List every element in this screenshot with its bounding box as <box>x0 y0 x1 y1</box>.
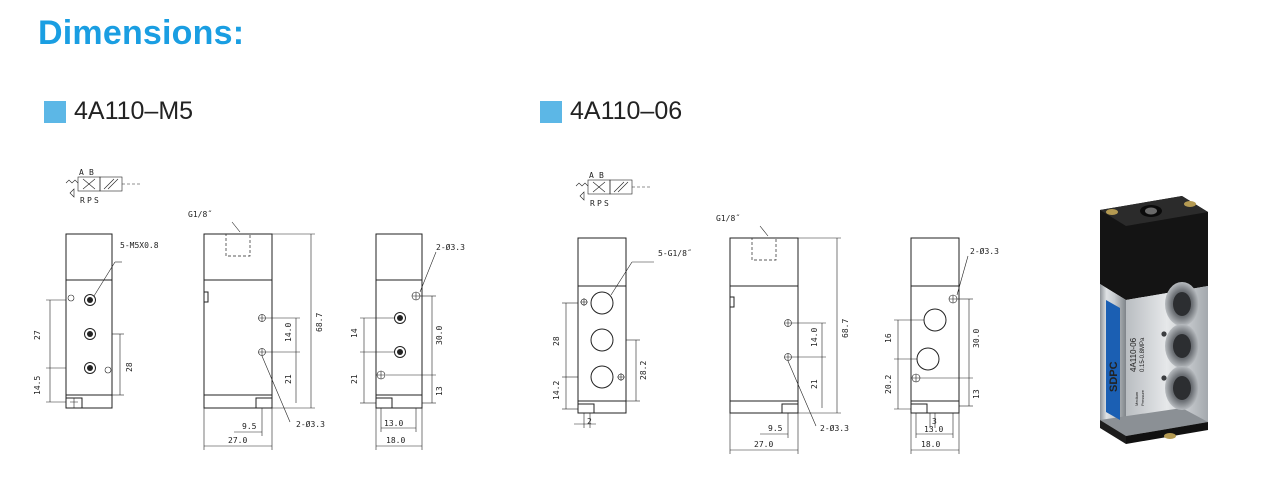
dim-width-27-0: 27.0 <box>228 436 247 445</box>
dim-3: 3 <box>932 417 937 426</box>
dim-68-7: 68.7 <box>315 313 324 332</box>
dim-14-5: 14.5 <box>33 376 42 395</box>
dim-20-2: 20.2 <box>884 375 893 394</box>
pneumatic-symbol-06: A B R P S <box>575 171 650 208</box>
dim-width-18-0: 18.0 <box>921 440 940 449</box>
dim-2: 2 <box>587 417 592 426</box>
dim-30-0: 30.0 <box>972 329 981 348</box>
dim-21: 21 <box>284 374 293 384</box>
middle-view-06: G1/8˝ 14.0 68.7 21 2-Ø3.3 9.5 27.0 <box>716 213 850 454</box>
hole-callout-top: 2-Ø3.3 <box>436 242 465 252</box>
side-view-m5: 2-Ø3.3 14 21 30.0 13 13.0 18.0 <box>350 233 465 450</box>
port-label-s: S <box>604 199 609 208</box>
dim-width-13-0: 13.0 <box>924 425 943 434</box>
port-label-s: S <box>94 196 99 205</box>
dim-68-7: 68.7 <box>841 319 850 338</box>
side-view-06: 2-Ø3.3 16 20.2 30.0 13 3 13.0 18.0 <box>884 237 999 454</box>
dim-28: 28 <box>125 362 134 372</box>
port-thread-callout: 5-G1/8˝ <box>658 248 692 258</box>
thread-callout-g18: G1/8˝ <box>188 209 212 219</box>
hole-callout-bottom: 2-Ø3.3 <box>820 423 849 433</box>
dim-30-0: 30.0 <box>435 326 444 345</box>
hole-callout-top: 2-Ø3.3 <box>970 246 999 256</box>
dim-13: 13 <box>435 386 444 396</box>
front-view-m5: 5-M5X0.8 27 14.5 28 <box>33 233 159 409</box>
dim-16: 16 <box>884 333 893 343</box>
port-thread-callout: 5-M5X0.8 <box>120 241 159 250</box>
section-heading-m5: 4A110–M5 <box>44 97 193 126</box>
dim-13: 13 <box>972 389 981 399</box>
hole-callout-bottom: 2-Ø3.3 <box>296 419 325 429</box>
port-label-r: R <box>80 196 85 205</box>
pneumatic-symbol-m5: A B R P S <box>65 168 140 205</box>
dim-width-27-0: 27.0 <box>754 440 773 449</box>
photo-pressure-label: 0.15-0.8MPa <box>1140 337 1146 372</box>
dim-21: 21 <box>810 379 819 389</box>
port-label-b: B <box>599 171 604 180</box>
section-marker <box>540 100 562 123</box>
product-photo: SDPC 4A110-06 0.15-0.8MPa Medium Pressur… <box>1100 196 1208 444</box>
middle-view-m5: G1/8˝ 14.0 68.7 21 2-Ø3.3 9.5 27.0 <box>188 209 325 450</box>
photo-model-label: 4A110-06 <box>1129 337 1138 372</box>
front-view-06: 5-G1/8˝ 28 14.2 28.2 2 <box>552 237 692 428</box>
dim-width-13-0: 13.0 <box>384 419 403 428</box>
dim-21-side: 21 <box>350 374 359 384</box>
dim-14-0: 14.0 <box>810 328 819 347</box>
section-model-label: 4A110–06 <box>570 97 683 125</box>
dim-14-0: 14.0 <box>284 323 293 342</box>
brand-label: SDPC <box>1108 361 1120 392</box>
thread-callout-g18: G1/8˝ <box>716 213 740 223</box>
dim-9-5: 9.5 <box>768 424 783 433</box>
dim-14: 14 <box>350 328 359 338</box>
port-label-p: P <box>597 199 602 208</box>
port-label-r: R <box>590 199 595 208</box>
photo-medium-label: Medium <box>1134 391 1139 406</box>
dim-14-2: 14.2 <box>552 381 561 400</box>
dim-28-2: 28.2 <box>639 361 648 380</box>
dim-9-5: 9.5 <box>242 422 257 431</box>
photo-pressure-caption: Pressure <box>1140 389 1145 406</box>
port-label-p: P <box>87 196 92 205</box>
dim-width-18-0: 18.0 <box>386 436 405 445</box>
section-heading-06: 4A110–06 <box>540 97 682 126</box>
port-label-b: B <box>89 168 94 177</box>
dim-27: 27 <box>33 330 42 340</box>
page-title: Dimensions: <box>38 14 245 52</box>
port-label-a: A <box>589 171 594 180</box>
section-model-label: 4A110–M5 <box>74 97 194 125</box>
port-label-a: A <box>79 168 84 177</box>
section-marker <box>44 100 66 123</box>
dim-28: 28 <box>552 336 561 346</box>
